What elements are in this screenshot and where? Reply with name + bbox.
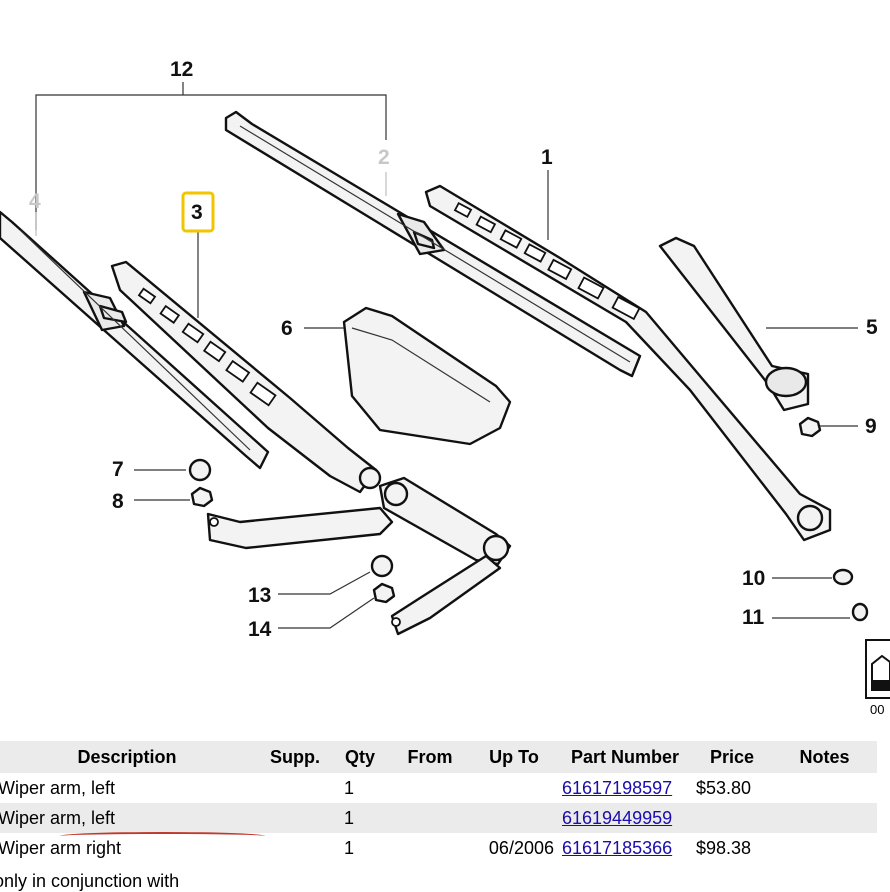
wiper-blade-right-part xyxy=(224,110,642,378)
diagram-footer-code: 00 xyxy=(870,702,884,715)
callout-11[interactable]: 11 xyxy=(742,606,765,629)
callout-2[interactable]: 2 xyxy=(378,146,390,169)
part-number-link[interactable]: 61619449959 xyxy=(562,807,673,828)
cell-price xyxy=(692,803,772,833)
wiper-arm-left-part xyxy=(110,260,382,494)
wiper-arm-right-part xyxy=(424,184,832,542)
callout-3-highlight xyxy=(181,191,215,233)
col-header-from[interactable]: From xyxy=(390,741,470,773)
cell-qty: 1 xyxy=(330,803,390,833)
cell-part-number: 61619449959 xyxy=(558,803,692,833)
col-header-notes[interactable]: Notes xyxy=(772,741,877,773)
bracket-12 xyxy=(35,82,387,230)
red-underline-mark xyxy=(60,832,265,840)
table-row[interactable]: Wiper arm right 1 06/2006 61617185366 $9… xyxy=(0,833,877,863)
callout-6[interactable]: 6 xyxy=(281,317,293,340)
linkage-assembly xyxy=(206,476,512,636)
table-header-row: Description Supp. Qty From Up To Part Nu… xyxy=(0,741,877,773)
diagram-stamp-icon xyxy=(865,639,890,699)
callout-4[interactable]: 4 xyxy=(29,190,41,213)
parts-diagram: 12 2 1 4 3 6 5 9 7 8 10 13 11 14 00 xyxy=(0,58,890,715)
cell-price: $53.80 xyxy=(696,777,752,798)
cell-supp xyxy=(260,803,330,833)
cell-up-to xyxy=(470,803,558,833)
callout-13[interactable]: 13 xyxy=(248,584,271,607)
col-header-supp[interactable]: Supp. xyxy=(260,741,330,773)
part-number-link[interactable]: 61617185366 xyxy=(562,837,673,858)
col-header-up-to[interactable]: Up To xyxy=(470,741,558,773)
cell-from xyxy=(390,803,470,833)
callout-1[interactable]: 1 xyxy=(541,146,553,169)
row-note-text: only in conjunction with xyxy=(0,871,180,891)
cell-from xyxy=(390,773,470,803)
callout-10[interactable]: 10 xyxy=(742,567,765,590)
cell-description: Wiper arm right xyxy=(0,837,122,858)
cell-notes xyxy=(772,773,877,803)
callout-14[interactable]: 14 xyxy=(248,618,272,641)
arm-cover-part xyxy=(658,236,810,412)
cell-up-to: 06/2006 xyxy=(488,837,554,858)
table-row[interactable]: Wiper arm, left 1 61619449959 xyxy=(0,803,877,833)
col-header-price[interactable]: Price xyxy=(692,741,772,773)
cell-qty: 1 xyxy=(344,837,355,858)
hardware-parts xyxy=(188,416,869,622)
table-row[interactable]: Wiper arm, left 1 61617198597 $53.80 xyxy=(0,773,877,803)
part-number-link[interactable]: 61617198597 xyxy=(562,777,673,798)
callout-9[interactable]: 9 xyxy=(865,415,877,438)
cell-supp xyxy=(260,833,330,863)
cell-description: Wiper arm, left xyxy=(0,803,260,833)
cell-from xyxy=(390,833,470,863)
parts-table: Description Supp. Qty From Up To Part Nu… xyxy=(0,741,877,863)
cell-up-to xyxy=(470,773,558,803)
cell-part-number: 61617185366 xyxy=(558,833,692,863)
cell-supp xyxy=(260,773,330,803)
wiper-blade-left-part xyxy=(0,210,270,470)
callout-3[interactable]: 3 xyxy=(191,201,203,224)
leader-lines xyxy=(35,170,858,629)
cell-description: Wiper arm, left xyxy=(0,777,116,798)
cell-notes xyxy=(772,833,877,863)
col-header-qty[interactable]: Qty xyxy=(330,741,390,773)
cell-notes xyxy=(772,803,877,833)
callout-12[interactable]: 12 xyxy=(170,58,193,81)
callout-5[interactable]: 5 xyxy=(866,316,878,339)
cell-qty: 1 xyxy=(344,777,355,798)
cell-price: $98.38 xyxy=(696,837,752,858)
col-header-part-number[interactable]: Part Number xyxy=(558,741,692,773)
callout-7[interactable]: 7 xyxy=(112,458,124,481)
cover-cap-part xyxy=(342,306,512,446)
callout-8[interactable]: 8 xyxy=(112,490,124,513)
col-header-description[interactable]: Description xyxy=(0,741,260,773)
cell-part-number: 61617198597 xyxy=(558,773,692,803)
